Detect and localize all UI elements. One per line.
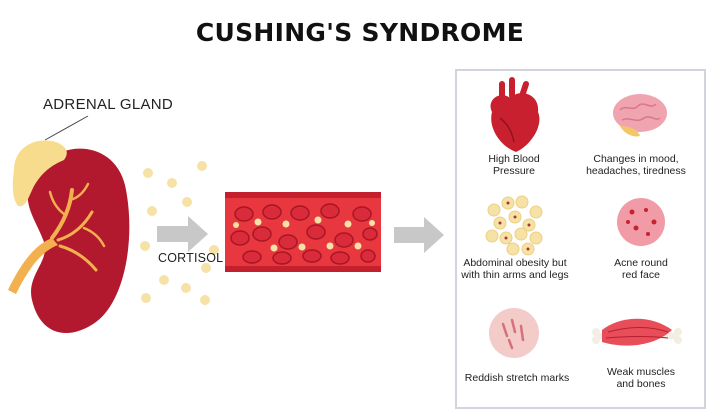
symptom-caption-mood-changes: Changes in mood, headaches, tiredness (586, 153, 686, 177)
symptom-caption-acne: Acne round red face (614, 257, 668, 281)
symptom-caption-stretch-marks: Reddish stretch marks (464, 372, 570, 384)
symptom-caption-weak-muscles: Weak muscles and bones (606, 366, 676, 390)
muscle-bone-icon (592, 318, 682, 346)
blood-vessel-icon (225, 192, 381, 272)
stretch-marks-icon (489, 308, 539, 358)
symptom-caption-high-blood-pressure: High Blood Pressure (488, 153, 540, 177)
arrow-right-icon (394, 217, 444, 253)
fat-cells-icon (485, 195, 543, 256)
cortisol-dots (140, 161, 219, 305)
symptom-caption-abdominal-obesity: Abdominal obesity but with thin arms and… (461, 257, 569, 281)
cortisol-label: CORTISOL (158, 251, 224, 265)
heart-icon (490, 77, 540, 152)
adrenal-pointer-line (44, 115, 89, 141)
adrenal-gland-label: ADRENAL GLAND (43, 96, 174, 113)
brain-icon (613, 94, 667, 137)
kidney-icon (8, 148, 130, 334)
page-title: CUSHING'S SYNDROME (195, 18, 525, 47)
adrenal-gland-icon (12, 140, 67, 207)
arrow-right-icon (157, 216, 208, 252)
acne-face-icon (617, 198, 665, 246)
